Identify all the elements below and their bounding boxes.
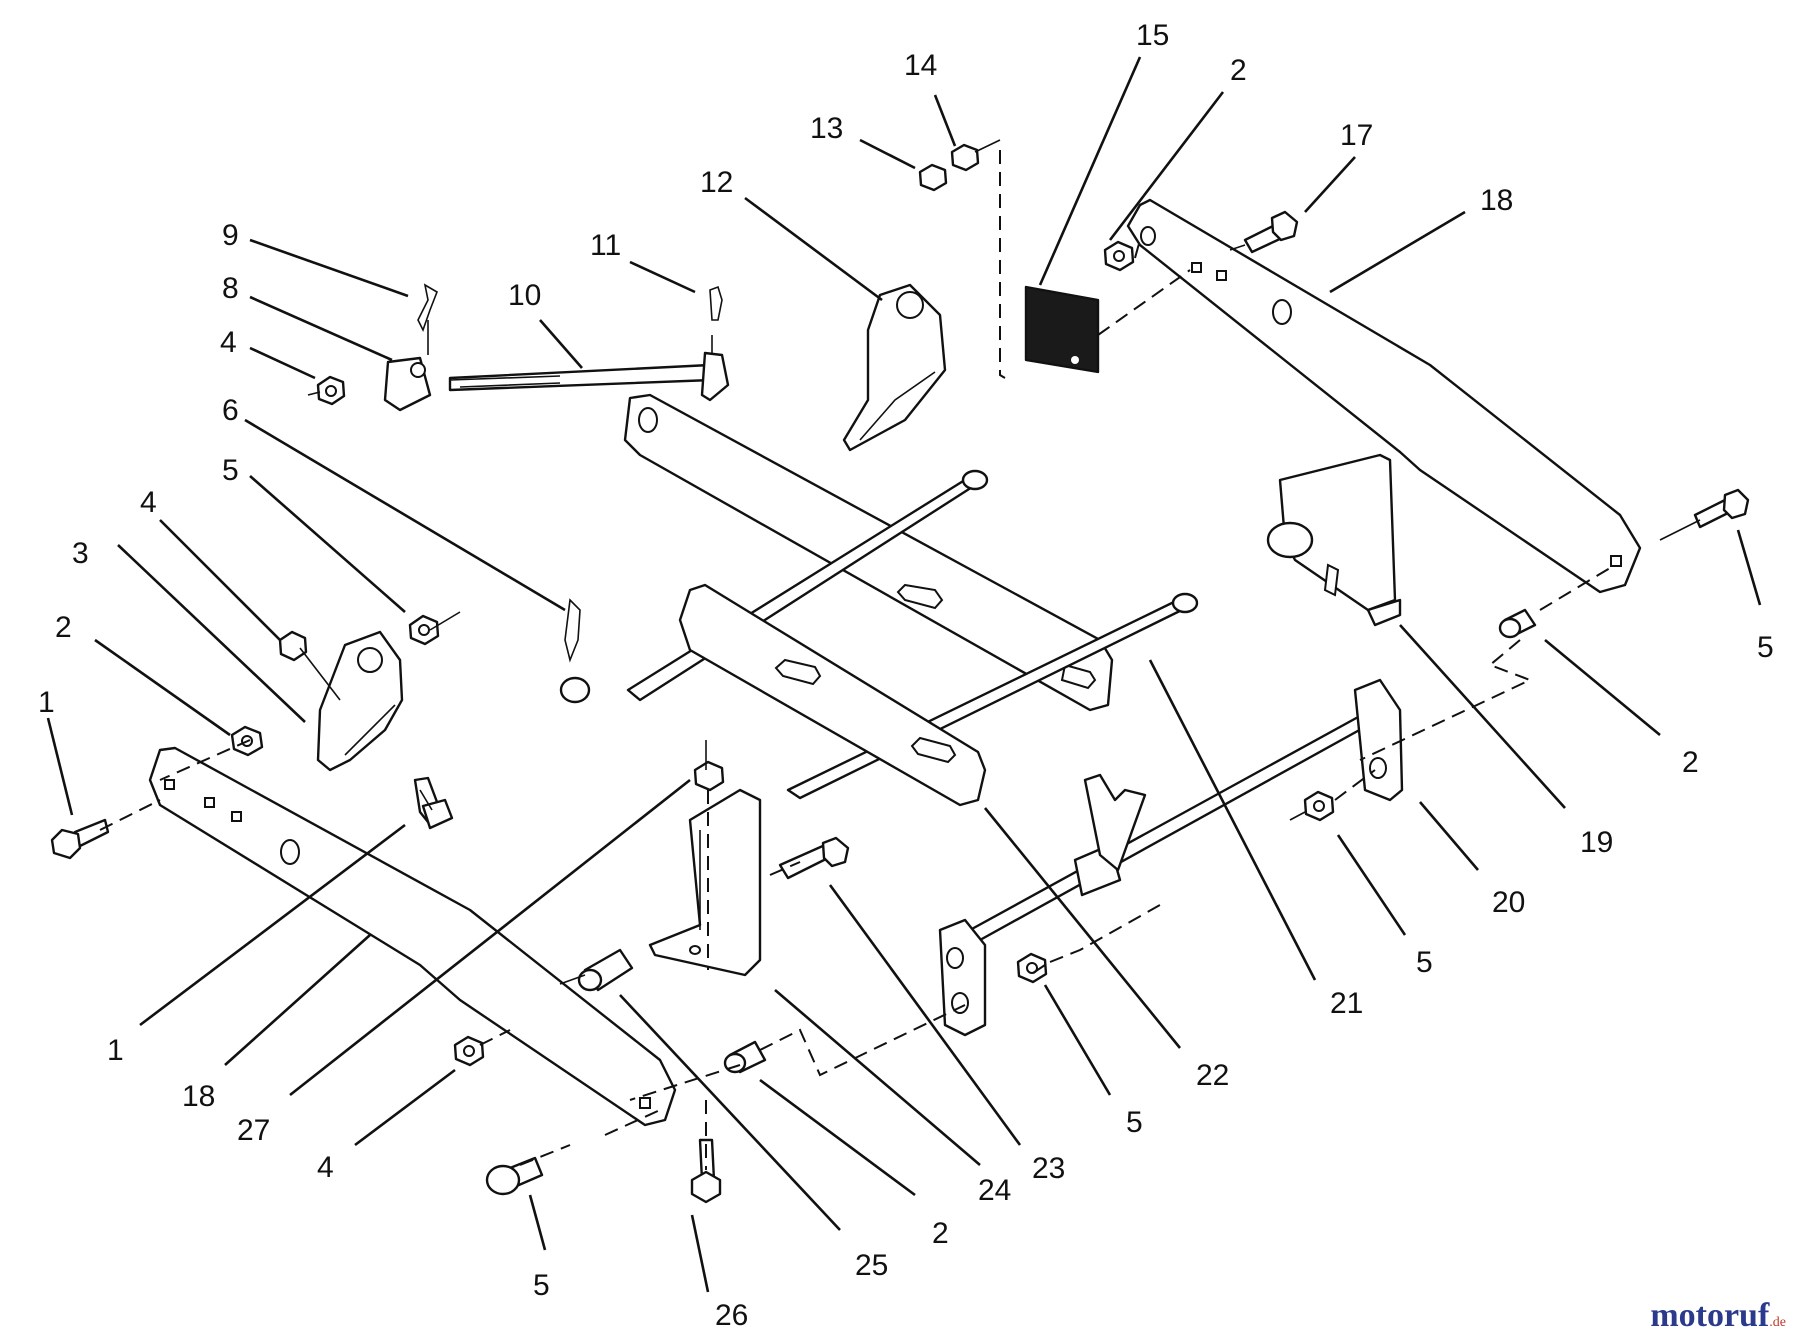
callout-15: 15	[1136, 19, 1169, 52]
part-15-square-pad	[1024, 285, 1100, 374]
callout-leaders	[46, 56, 1762, 1293]
callout-2d: 2	[932, 1217, 949, 1250]
callout-6: 6	[222, 394, 239, 427]
callout-3: 3	[72, 537, 89, 570]
part-8-swivel-block	[383, 356, 432, 412]
part-9-hair-pin	[417, 283, 438, 333]
part-6-pin	[559, 598, 591, 704]
callout-21: 21	[1330, 987, 1363, 1020]
callout-18b: 18	[182, 1080, 215, 1113]
callout-1b: 1	[107, 1034, 124, 1067]
watermark-logo: motoruf.de	[1650, 1297, 1786, 1335]
callout-4c: 4	[317, 1151, 334, 1184]
callout-9: 9	[222, 219, 239, 252]
callout-26: 26	[715, 1299, 748, 1332]
part-18-lift-arm-right	[1126, 198, 1642, 594]
callout-10: 10	[508, 279, 541, 312]
callout-5b: 5	[1757, 631, 1774, 664]
part-22-lower-plate	[678, 583, 987, 807]
callout-5e: 5	[533, 1269, 550, 1302]
watermark-suffix: .de	[1769, 1315, 1786, 1330]
callout-20: 20	[1492, 886, 1525, 919]
callout-2a: 2	[55, 611, 72, 644]
part-11-cotter-pin	[709, 285, 723, 321]
callout-11: 11	[590, 229, 621, 262]
callout-23: 23	[1032, 1152, 1065, 1185]
callout-5d: 5	[1126, 1106, 1143, 1139]
callout-25: 25	[855, 1249, 888, 1282]
part-19-angle-bracket	[1266, 453, 1402, 627]
callout-labels: 1 1 2 2 2 2 3 4 4 4 5 5 5 5 5 6 8 9 10 1…	[38, 19, 1774, 1332]
callout-4a: 4	[140, 486, 157, 519]
callout-27: 27	[237, 1114, 270, 1147]
part-18-lift-arm-left	[148, 746, 677, 1127]
callout-24: 24	[978, 1174, 1011, 1207]
part-12-bracket	[842, 283, 947, 452]
part-24-vertical-bracket	[648, 788, 762, 977]
callout-13: 13	[810, 112, 843, 145]
callout-2c: 2	[1682, 746, 1699, 779]
part-3-bracket	[316, 630, 404, 772]
callout-1a: 1	[38, 686, 55, 719]
watermark-main: motoruf	[1650, 1297, 1770, 1334]
part-20-cross-shaft	[938, 678, 1404, 1037]
assembly-guide-lines	[99, 139, 1701, 1170]
callout-14: 14	[904, 49, 937, 82]
callout-12: 12	[700, 166, 733, 199]
part-4-nut-top	[316, 375, 346, 406]
callout-5a: 5	[222, 454, 239, 487]
callout-18a: 18	[1480, 184, 1513, 217]
callout-5c: 5	[1416, 946, 1433, 979]
callout-8: 8	[222, 272, 239, 305]
callout-2b: 2	[1230, 54, 1247, 87]
part-25-bushing	[577, 948, 634, 992]
callout-4b: 4	[220, 326, 237, 359]
callout-19: 19	[1580, 826, 1613, 859]
callout-17: 17	[1340, 119, 1373, 152]
part-10-rod	[448, 351, 730, 402]
callout-22: 22	[1196, 1059, 1229, 1092]
